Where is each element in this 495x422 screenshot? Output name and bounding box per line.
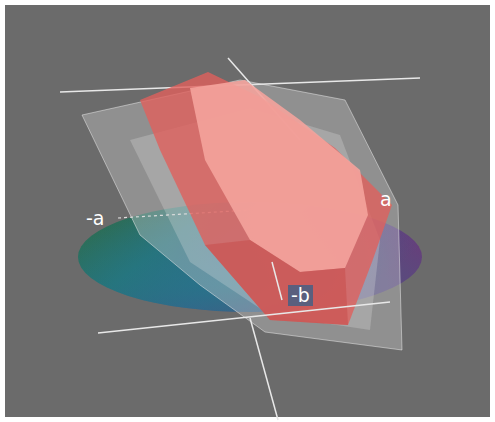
- gamut-volume-red: [140, 72, 392, 325]
- axis-line: [250, 318, 278, 420]
- gamut-face-red: [190, 80, 368, 272]
- gamut-face-red-dark: [205, 240, 348, 325]
- background: [5, 5, 490, 417]
- axis-line: [272, 262, 282, 300]
- axis-label: -a: [86, 209, 105, 228]
- axis-label: -b: [288, 285, 313, 306]
- axis-label: a: [380, 190, 392, 209]
- axis-line: [98, 302, 390, 333]
- gamut-volume-grey: [82, 80, 402, 350]
